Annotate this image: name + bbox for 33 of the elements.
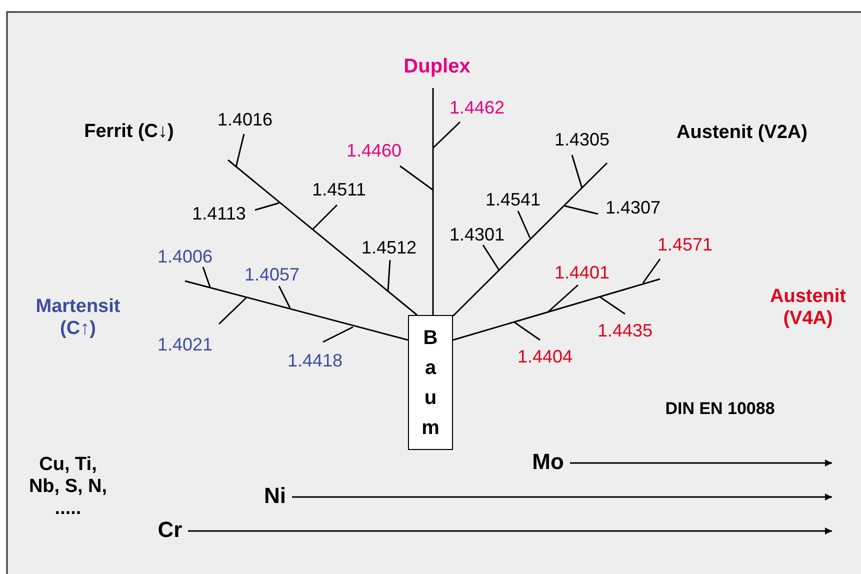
element-label: Cr	[158, 517, 182, 543]
grade-number: 1.4307	[605, 198, 661, 218]
grade-number: 1.4006	[157, 246, 213, 268]
grade-number: 1.4401	[554, 262, 610, 284]
grade-number: 1.4301	[449, 224, 505, 246]
arrow	[188, 528, 832, 534]
grade-number: 1.4418	[287, 350, 343, 372]
category-label: Cu, Ti, Nb, S, N, .....	[28, 454, 108, 520]
grade-number: 1.4016	[217, 110, 273, 130]
arrow	[570, 460, 832, 466]
grade-number: 1.4404	[517, 346, 573, 368]
grade-number: 1.4113	[192, 204, 246, 224]
arrow	[292, 494, 832, 500]
category-label: Ferrit (C↓)	[84, 121, 174, 143]
category-label: Austenit (V4A)	[769, 286, 847, 330]
grade-number: 1.4305	[554, 130, 610, 150]
grade-number: 1.4021	[157, 334, 213, 356]
grade-number: 1.4511	[312, 180, 366, 200]
grade-number: 1.4512	[361, 238, 417, 258]
grade-number: 1.4541	[485, 190, 541, 210]
grade-number: 1.4460	[346, 140, 402, 162]
category-label: Austenit (V2A)	[676, 122, 808, 144]
grade-number: 1.4571	[657, 234, 713, 256]
grade-number: 1.4435	[597, 320, 653, 342]
element-label: Mo	[532, 449, 564, 475]
grade-number: 1.4462	[449, 98, 505, 118]
category-label: DIN EN 10088	[665, 399, 775, 419]
node-label: Baum	[420, 326, 440, 440]
category-label: Duplex	[404, 56, 470, 78]
category-label: Martensit (C↑)	[34, 296, 122, 340]
element-label: Ni	[264, 483, 286, 509]
grade-number: 1.4057	[244, 264, 300, 286]
trunk-box	[408, 315, 453, 450]
